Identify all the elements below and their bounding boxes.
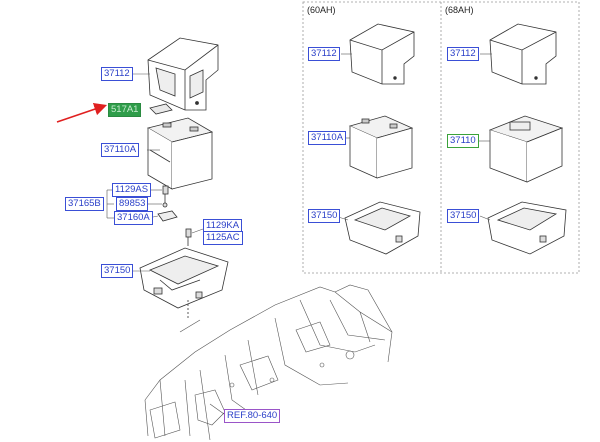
main-tray-box-drawing bbox=[147, 37, 219, 111]
v68-base-drawing bbox=[487, 201, 567, 255]
variant-heading-68ah: (68AH) bbox=[445, 5, 474, 15]
variant-heading-60ah: (60AH) bbox=[307, 5, 336, 15]
v60-part-label-37112[interactable]: 37112 bbox=[308, 47, 340, 61]
v60-base-drawing bbox=[344, 201, 421, 255]
v68-battery-drawing bbox=[488, 115, 564, 183]
ref-label-80-640[interactable]: REF.80-640 bbox=[224, 409, 281, 423]
part-label-1129as[interactable]: 1129AS bbox=[112, 183, 152, 197]
main-hardware-drawing bbox=[157, 185, 192, 246]
v68-part-label-37110[interactable]: 37110 bbox=[447, 134, 479, 148]
part-label-37112[interactable]: 37112 bbox=[101, 67, 133, 81]
v60-part-label-37110a[interactable]: 37110A bbox=[308, 131, 347, 145]
main-cover-pad-drawing bbox=[149, 103, 173, 115]
v68-part-label-37112[interactable]: 37112 bbox=[447, 47, 479, 61]
ref-leader bbox=[209, 403, 225, 415]
main-battery-drawing bbox=[146, 117, 214, 190]
v68-leaders bbox=[479, 53, 492, 221]
part-label-517a1[interactable]: 517A1 bbox=[108, 103, 142, 117]
part-label-1125ac[interactable]: 1125AC bbox=[203, 231, 243, 245]
vehicle-frame-drawing bbox=[144, 284, 393, 441]
part-label-37150[interactable]: 37150 bbox=[101, 264, 134, 278]
v60-battery-drawing bbox=[348, 115, 414, 179]
v68-part-label-37150[interactable]: 37150 bbox=[447, 209, 480, 223]
part-label-37165b[interactable]: 37165B bbox=[65, 197, 104, 211]
v60-tray-drawing bbox=[349, 23, 415, 85]
part-label-37160a[interactable]: 37160A bbox=[114, 211, 153, 225]
v60-part-label-37150[interactable]: 37150 bbox=[308, 209, 341, 223]
variant-panels bbox=[302, 1, 580, 274]
main-base-tray-drawing bbox=[139, 247, 229, 318]
part-label-89853[interactable]: 89853 bbox=[116, 197, 149, 211]
v68-tray-drawing bbox=[489, 23, 557, 85]
part-label-37110a[interactable]: 37110A bbox=[101, 143, 140, 157]
red-pointer-arrow bbox=[56, 103, 108, 123]
